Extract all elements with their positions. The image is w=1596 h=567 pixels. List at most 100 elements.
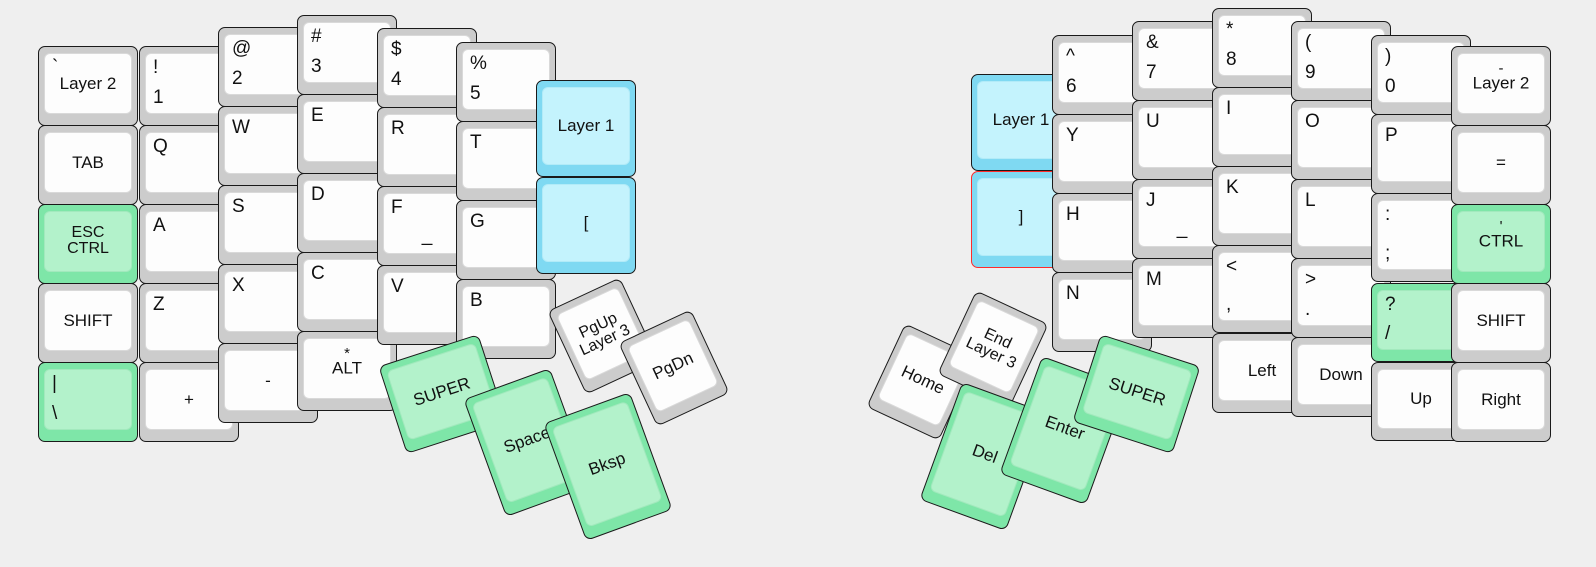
key-bottom-legend: 0 — [1385, 76, 1396, 98]
key-top-legend: S — [232, 196, 245, 217]
key-l-c1-r5[interactable]: |\ — [38, 362, 138, 442]
key-cap: SUPER — [1081, 342, 1193, 441]
key-top-legend: G — [470, 211, 485, 232]
key-r-c5-r3[interactable]: :; — [1371, 193, 1471, 282]
key-cap: %5 — [462, 49, 550, 110]
key-cap: Up — [1377, 369, 1465, 429]
key-cap: Y — [1058, 121, 1146, 182]
key-cap: = — [1457, 132, 1545, 193]
key-home-marker: _ — [421, 225, 433, 247]
key-r-c6-r1[interactable]: -Layer 2 — [1451, 46, 1551, 126]
key-cap: E — [303, 101, 391, 162]
key-cap: [ — [542, 184, 630, 262]
key-top-legend: L — [1305, 190, 1316, 211]
key-bottom-legend: 3 — [311, 56, 322, 78]
key-bottom-legend: 8 — [1226, 49, 1237, 71]
key-top-legend: Q — [153, 136, 168, 157]
key-cap: Down — [1297, 344, 1385, 405]
key-center-legend: + — [184, 389, 194, 409]
key-cap: Layer 1 — [977, 81, 1065, 159]
key-cap: TAB — [44, 132, 132, 193]
key-bottom-legend: 2 — [232, 68, 243, 90]
key-l-c1-r2[interactable]: TAB — [38, 125, 138, 205]
key-bottom-legend: \ — [52, 403, 58, 425]
key-cap: *ALT — [303, 338, 391, 399]
key-center-legend: Bksp — [585, 448, 629, 480]
key-top-legend: Y — [1066, 125, 1079, 146]
key-bottom-legend: 1 — [153, 87, 164, 109]
key-top-legend: W — [232, 117, 250, 138]
key-top-legend: F — [391, 197, 403, 218]
key-l-c7-r2[interactable]: [ — [536, 177, 636, 274]
key-cap: #3 — [303, 22, 391, 83]
key-l-c1-r1[interactable]: `Layer 2 — [38, 46, 138, 126]
key-top-legend: # — [311, 26, 322, 47]
key-cap: ] — [977, 178, 1065, 256]
key-r-c6-r5[interactable]: Right — [1451, 362, 1551, 442]
key-center-legend: Up — [1410, 389, 1432, 409]
key-top-legend: U — [1146, 111, 1160, 132]
key-center-legend: CTRL — [1478, 231, 1524, 251]
key-r-c6-r4[interactable]: SHIFT — [1451, 283, 1551, 363]
key-center-legend: [ — [583, 213, 589, 233]
key-bottom-legend: 4 — [391, 69, 402, 91]
key-center-legend: Layer 1 — [557, 116, 615, 136]
key-center-legend: Layer 2 — [1472, 73, 1530, 93]
key-cap: >. — [1297, 265, 1385, 326]
key-bottom-legend: 9 — [1305, 62, 1316, 84]
key-top-legend: T — [470, 132, 482, 153]
key-top-legend: ( — [1305, 32, 1312, 53]
key-bottom-legend: 6 — [1066, 76, 1077, 98]
key-top-legend: | — [52, 373, 57, 394]
key-top-legend: E — [311, 105, 324, 126]
key-center-legend: SUPER — [1106, 373, 1169, 410]
key-r-c2-r2[interactable]: U — [1132, 100, 1232, 180]
key-r-c4-r1[interactable]: (9 — [1291, 21, 1391, 101]
key-center-legend: SHIFT — [63, 310, 113, 330]
key-bottom-legend: , — [1226, 294, 1232, 316]
key-cap: (9 — [1297, 28, 1385, 89]
key-bottom-legend: 5 — [470, 83, 481, 105]
key-cap: &7 — [1138, 28, 1226, 89]
key-top-legend: > — [1305, 269, 1317, 290]
key-top-legend: K — [1226, 177, 1239, 198]
key-home-marker: _ — [1176, 218, 1188, 240]
key-center-legend: ALT — [332, 358, 362, 378]
key-top-center-legend: - — [1498, 60, 1504, 77]
key-top-center-legend: ' — [1499, 218, 1503, 235]
key-bottom-legend: 7 — [1146, 62, 1157, 84]
key-top-legend: $ — [391, 39, 402, 60]
key-cap: M — [1138, 265, 1226, 326]
key-cap: T — [462, 128, 550, 189]
key-cap: `Layer 2 — [44, 53, 132, 114]
key-top-legend: R — [391, 118, 405, 139]
key-r-c6-r2[interactable]: = — [1451, 125, 1551, 205]
key-center-legend: Layer 2 — [59, 73, 117, 93]
key-cap: Layer 1 — [542, 87, 630, 165]
key-top-legend: ! — [153, 57, 159, 78]
key-top-legend: D — [311, 184, 325, 205]
key-cap: O — [1297, 107, 1385, 168]
key-cap: Right — [1457, 369, 1545, 430]
key-top-legend: X — [232, 275, 245, 296]
key-top-legend: H — [1066, 204, 1080, 225]
key-r-c6-r3[interactable]: 'CTRL — [1451, 204, 1551, 284]
key-cap: -Layer 2 — [1457, 53, 1545, 114]
key-l-c1-r4[interactable]: SHIFT — [38, 283, 138, 363]
key-top-legend: % — [470, 53, 487, 74]
key-cap: Bksp — [551, 400, 663, 528]
key-center-legend: SHIFT — [1476, 310, 1526, 330]
key-l-c7-r1[interactable]: Layer 1 — [536, 80, 636, 177]
key-bottom-legend: . — [1305, 299, 1311, 321]
key-top-center-legend: * — [344, 345, 350, 362]
key-cap: ^6 — [1058, 42, 1146, 103]
key-top-legend: B — [470, 290, 483, 311]
key-top-legend: : — [1385, 204, 1391, 225]
key-bottom-legend: ; — [1385, 243, 1391, 265]
key-cap: |\ — [44, 369, 132, 430]
